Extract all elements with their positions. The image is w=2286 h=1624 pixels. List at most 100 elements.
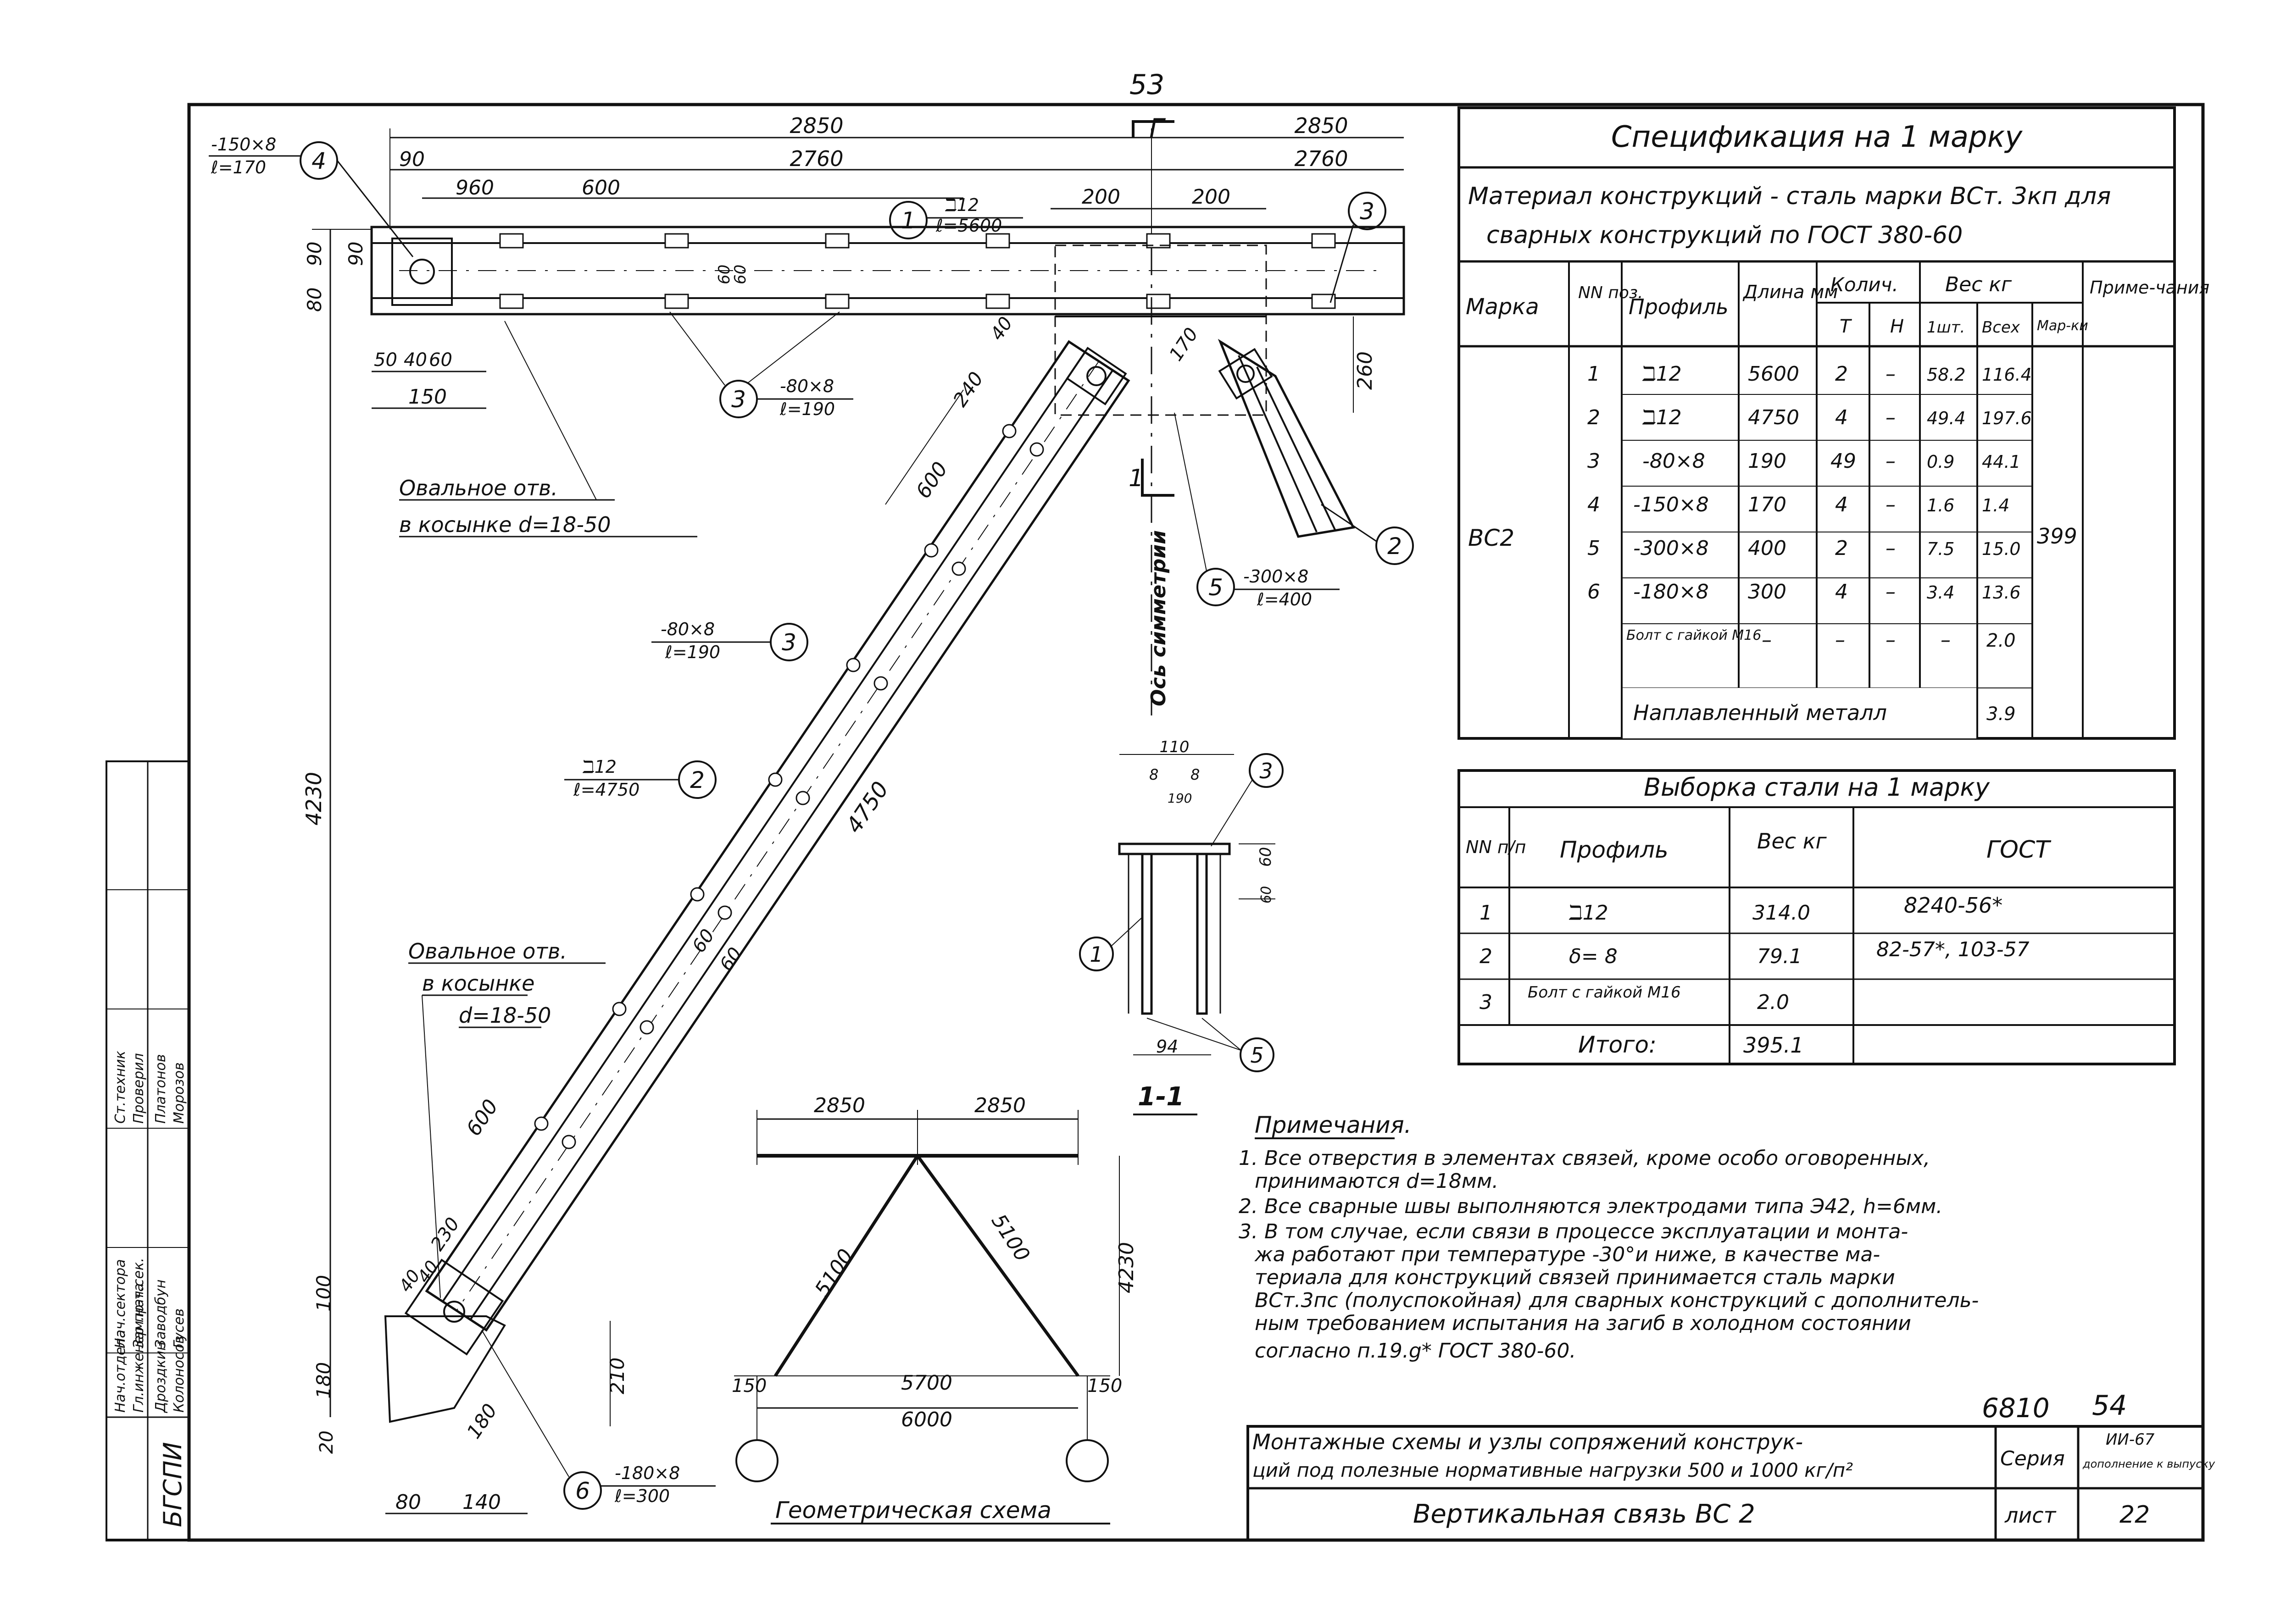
oval-note-2-line2: в косынке xyxy=(422,971,534,996)
sheet-code-2: 54 xyxy=(2092,1390,2127,1422)
dim-230: 230 xyxy=(427,1214,464,1255)
svg-text:Болт с гайкой М16: Болт с гайкой М16 xyxy=(1626,627,1761,643)
section-detail-1-1: 110 8 8 190 60 60 94 3 1 5 1-1 xyxy=(1079,738,1284,1115)
svg-text:Колич.: Колич. xyxy=(1830,273,1898,296)
stamp-name-5: Платонов xyxy=(153,1054,169,1124)
svg-text:ℓ=170: ℓ=170 xyxy=(211,157,266,177)
dim-4750: 4750 xyxy=(841,777,894,838)
svg-text:395.1: 395.1 xyxy=(1743,1033,1804,1058)
svg-text:-150×8: -150×8 xyxy=(1633,493,1709,516)
svg-text:4: 4 xyxy=(311,148,326,174)
svg-text:ℶ12: ℶ12 xyxy=(1568,901,1608,925)
svg-text:1. Все отверстия в элементах с: 1. Все отверстия в элементах связей, кро… xyxy=(1239,1147,1930,1170)
stamp-role-3: Нач.сектора xyxy=(112,1259,128,1348)
svg-text:–: – xyxy=(1886,406,1896,429)
svg-text:ℓ=190: ℓ=190 xyxy=(665,642,720,662)
dim-140: 140 xyxy=(462,1491,501,1514)
svg-text:60: 60 xyxy=(1258,886,1274,903)
svg-text:ным требованием испытания на з: ным требованием испытания на загиб в хол… xyxy=(1255,1312,1911,1335)
svg-text:-180×8: -180×8 xyxy=(1633,580,1709,604)
svg-text:териала для конструкций связей: териала для конструкций связей принимает… xyxy=(1255,1266,1895,1289)
svg-text:принимаются d=18мм.: принимаются d=18мм. xyxy=(1255,1170,1498,1193)
svg-text:15.0: 15.0 xyxy=(1982,539,2021,559)
svg-text:170: 170 xyxy=(1748,493,1786,516)
svg-text:–: – xyxy=(1886,537,1896,560)
series-label: Серия xyxy=(2000,1447,2065,1470)
svg-text:8: 8 xyxy=(1190,766,1200,783)
svg-text:58.2: 58.2 xyxy=(1927,365,1966,385)
svg-text:2: 2 xyxy=(690,767,705,793)
stamp-name-3: Заводбун xyxy=(153,1280,169,1348)
dim-210: 210 xyxy=(606,1358,629,1394)
svg-text:–: – xyxy=(1886,580,1896,604)
svg-text:0.9: 0.9 xyxy=(1927,452,1954,472)
dim-180-diag: 180 xyxy=(462,1400,501,1443)
oval-note-1-line1: Овальное отв. xyxy=(399,476,558,500)
oval-note-2-line3: d=18-50 xyxy=(459,1003,551,1028)
svg-text:ℓ=300: ℓ=300 xyxy=(614,1486,670,1506)
dim-90: 90 xyxy=(399,148,425,171)
svg-text:6: 6 xyxy=(575,1478,590,1504)
stamp-org: БГСПИ xyxy=(158,1442,187,1527)
svg-text:150: 150 xyxy=(1087,1375,1122,1397)
spec-weld-label: Наплавленный металл xyxy=(1633,700,1887,725)
dim-240: 240 xyxy=(949,368,988,411)
callout-1: 1 ℶ12 ℓ=5600 xyxy=(889,195,1023,239)
svg-text:5: 5 xyxy=(1587,537,1600,560)
dim-4230: 4230 xyxy=(301,772,326,826)
svg-text:Геометрическая схема: Геометрическая схема xyxy=(775,1497,1051,1524)
side-stamp: БГСПИ Нач.отдела Гл.инженер пр-та Нач.се… xyxy=(106,760,190,1541)
dim-180: 180 xyxy=(312,1362,335,1399)
dim-960: 960 xyxy=(456,176,494,200)
svg-text:4: 4 xyxy=(1835,580,1848,604)
svg-text:Мар-ки: Мар-ки xyxy=(2037,318,2088,334)
callout-5: 5 -300×8 ℓ=400 xyxy=(1174,412,1340,610)
svg-text:6: 6 xyxy=(1587,580,1600,604)
dim-150: 150 xyxy=(408,385,447,409)
spec-table: Спецификация на 1 марку Материал констру… xyxy=(1457,106,2209,740)
svg-text:44.1: 44.1 xyxy=(1982,452,2021,472)
svg-text:49: 49 xyxy=(1830,449,1856,473)
svg-text:ℓ=5600: ℓ=5600 xyxy=(935,216,1002,236)
svg-text:300: 300 xyxy=(1748,580,1786,604)
stamp-name-6: Морозов xyxy=(171,1062,187,1124)
svg-text:1: 1 xyxy=(1587,362,1600,386)
sheet-code: 6810 xyxy=(1982,1392,2050,1424)
svg-text:–: – xyxy=(1762,628,1772,652)
dim-60-channel-a: 60 xyxy=(715,265,734,284)
svg-text:8: 8 xyxy=(1149,766,1158,783)
svg-text:3: 3 xyxy=(1587,449,1600,473)
notes-title: Примечания. xyxy=(1255,1112,1412,1138)
svg-text:5: 5 xyxy=(1250,1043,1263,1068)
geometric-scheme: 2850 2850 5100 5100 4230 150 150 5700 60… xyxy=(732,1094,1138,1524)
svg-text:Н: Н xyxy=(1890,316,1904,337)
dim-90-b: 90 xyxy=(345,242,367,266)
svg-text:1шт.: 1шт. xyxy=(1927,318,1965,337)
stamp-role-2: Гл.инженер пр-та xyxy=(131,1283,147,1413)
svg-text:Болт с гайкой М16: Болт с гайкой М16 xyxy=(1528,983,1681,1002)
svg-text:Марка: Марка xyxy=(1466,294,1539,320)
dim-top-right-total: 2850 xyxy=(1294,113,1348,138)
svg-text:–: – xyxy=(1886,362,1896,386)
svg-text:Всех: Всех xyxy=(1982,318,2020,337)
stamp-role-1: Нач.отдела xyxy=(112,1330,128,1413)
spec-weld-value: 3.9 xyxy=(1986,704,2016,725)
svg-text:197.6: 197.6 xyxy=(1982,408,2032,428)
svg-text:ℶ12: ℶ12 xyxy=(1642,362,1682,386)
svg-text:8240-56*: 8240-56* xyxy=(1904,893,2002,918)
svg-text:2.0: 2.0 xyxy=(1757,991,1789,1014)
callout-3-top: 3 -80×8 ℓ=190 xyxy=(669,311,853,419)
dim-200-right: 200 xyxy=(1192,185,1230,209)
stamp-name-1: Дроздкин xyxy=(153,1341,169,1413)
svg-text:190: 190 xyxy=(1748,449,1786,473)
svg-text:-300×8: -300×8 xyxy=(1633,537,1709,560)
svg-text:110: 110 xyxy=(1160,738,1190,756)
oval-note-1-line2: в косынке d=18-50 xyxy=(399,512,611,537)
svg-text:79.1: 79.1 xyxy=(1757,945,1802,968)
svg-text:-300×8: -300×8 xyxy=(1243,566,1308,587)
svg-text:2: 2 xyxy=(1587,406,1600,429)
svg-text:4: 4 xyxy=(1835,406,1848,429)
callout-3-top-right: 3 xyxy=(1329,192,1386,303)
symmetry-axis-label: Ось симметрии xyxy=(1147,530,1170,706)
